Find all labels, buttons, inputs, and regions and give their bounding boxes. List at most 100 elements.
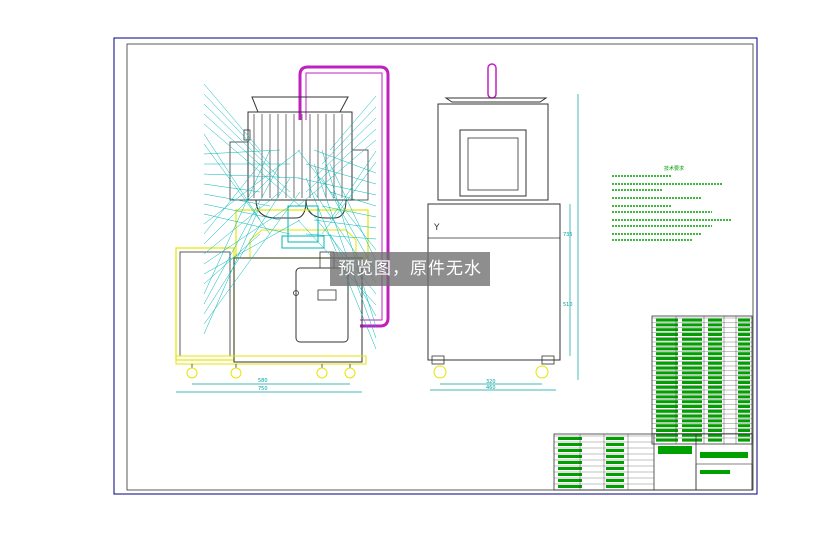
parts-cell-note (738, 371, 750, 375)
return-pipe-inner (305, 72, 383, 321)
title-cell-label (558, 473, 582, 476)
parts-cell-name (682, 395, 702, 399)
parts-cell-name (682, 337, 702, 341)
parts-cell-note (738, 433, 750, 437)
parts-cell-number (656, 328, 678, 332)
leader-line-left (203, 163, 281, 305)
parts-cell-note (738, 438, 750, 442)
leader-line-right (321, 205, 377, 218)
leader-line-right (329, 191, 377, 207)
parts-cell-qty (708, 342, 722, 346)
parts-cell-number (656, 433, 678, 437)
parts-cell-number (656, 429, 678, 432)
parts-cell-qty (708, 318, 722, 322)
side-foot-right (541, 355, 555, 365)
parts-cell-qty (708, 357, 722, 360)
leader-line-right (321, 149, 377, 328)
parts-cell-qty (708, 381, 722, 384)
drawing-number-box (695, 463, 753, 491)
leader-line-right (329, 163, 377, 262)
side-caster-right (535, 365, 549, 379)
leader-line-left (203, 219, 301, 275)
side-hopper-top (444, 97, 548, 103)
return-pipe (298, 65, 390, 328)
parts-cell-note (738, 352, 750, 356)
leader-line-left (203, 233, 261, 285)
parts-cell-number (656, 333, 678, 336)
parts-cell-number (656, 438, 678, 442)
inner-border (126, 43, 754, 491)
parts-cell-name (682, 318, 702, 322)
side-view: Y 735 510 320 460 (427, 63, 579, 391)
leader-line-left (203, 149, 281, 155)
leader-line-left (203, 205, 291, 265)
title-cell-value (606, 455, 624, 458)
parts-cell-note (738, 342, 750, 346)
parts-cell-qty (708, 438, 722, 442)
parts-cell-number (656, 352, 678, 356)
parts-cell-name (682, 390, 702, 394)
caster-wheel (344, 367, 356, 379)
leader-line-left (203, 203, 281, 221)
parts-cell-number (656, 395, 678, 399)
parts-cell-name (682, 333, 702, 336)
caster-wheel (230, 367, 242, 379)
cooler-fins (253, 114, 343, 198)
parts-cell-number (656, 357, 678, 360)
leader-line-left (203, 173, 301, 179)
parts-cell-note (738, 409, 750, 413)
leader-line-right (305, 233, 377, 240)
base-rail (175, 355, 367, 365)
side-view-label: Y (433, 223, 440, 233)
parts-cell-number (656, 400, 678, 404)
parts-cell-qty (708, 424, 722, 428)
parts-cell-note (738, 395, 750, 399)
left-lug (243, 129, 251, 141)
pump-assembly (287, 205, 319, 243)
side-foot-left (431, 355, 445, 365)
leader-line-right (313, 219, 377, 229)
parts-cell-qty (708, 433, 722, 437)
parts-cell-name (682, 429, 702, 432)
leader-line-left (203, 205, 261, 335)
parts-cell-note (738, 400, 750, 404)
side-pipe (487, 63, 497, 99)
parts-cell-qty (708, 419, 722, 423)
leader-line-right (329, 150, 377, 221)
parts-cell-name (682, 438, 702, 442)
parts-cell-name (682, 424, 702, 428)
tank-valve (293, 290, 299, 296)
parts-cell-number (656, 323, 678, 327)
parts-cell-note (738, 366, 750, 370)
front-view: 580 750 (175, 65, 390, 393)
notes-title: 技术要求 (664, 165, 684, 172)
title-block-rows (554, 434, 748, 490)
parts-cell-number (656, 414, 678, 418)
dim-text-750: 750 (258, 386, 268, 392)
parts-cell-note (738, 429, 750, 432)
right-side-block (351, 149, 369, 201)
parts-cell-number (656, 405, 678, 408)
parts-cell-qty (708, 376, 722, 380)
parts-cell-qty (708, 337, 722, 341)
mid-frame (235, 209, 369, 259)
parts-cell-number (656, 366, 678, 370)
parts-cell-note (738, 405, 750, 408)
parts-cell-name (682, 376, 702, 380)
parts-cell-note (738, 424, 750, 428)
leader-line-left (203, 149, 301, 225)
parts-cell-qty (708, 409, 722, 413)
parts-cell-qty (708, 390, 722, 394)
title-block-frame (553, 433, 753, 491)
dim-text-735: 735 (563, 232, 573, 238)
parts-cell-qty (708, 328, 722, 332)
dim-text-460: 460 (486, 385, 496, 391)
parts-cell-qty (708, 323, 722, 327)
parts-cell-qty (708, 414, 722, 418)
parts-cell-number (656, 419, 678, 423)
parts-cell-number (656, 371, 678, 375)
parts-cell-name (682, 433, 702, 437)
front-casters (186, 364, 356, 379)
